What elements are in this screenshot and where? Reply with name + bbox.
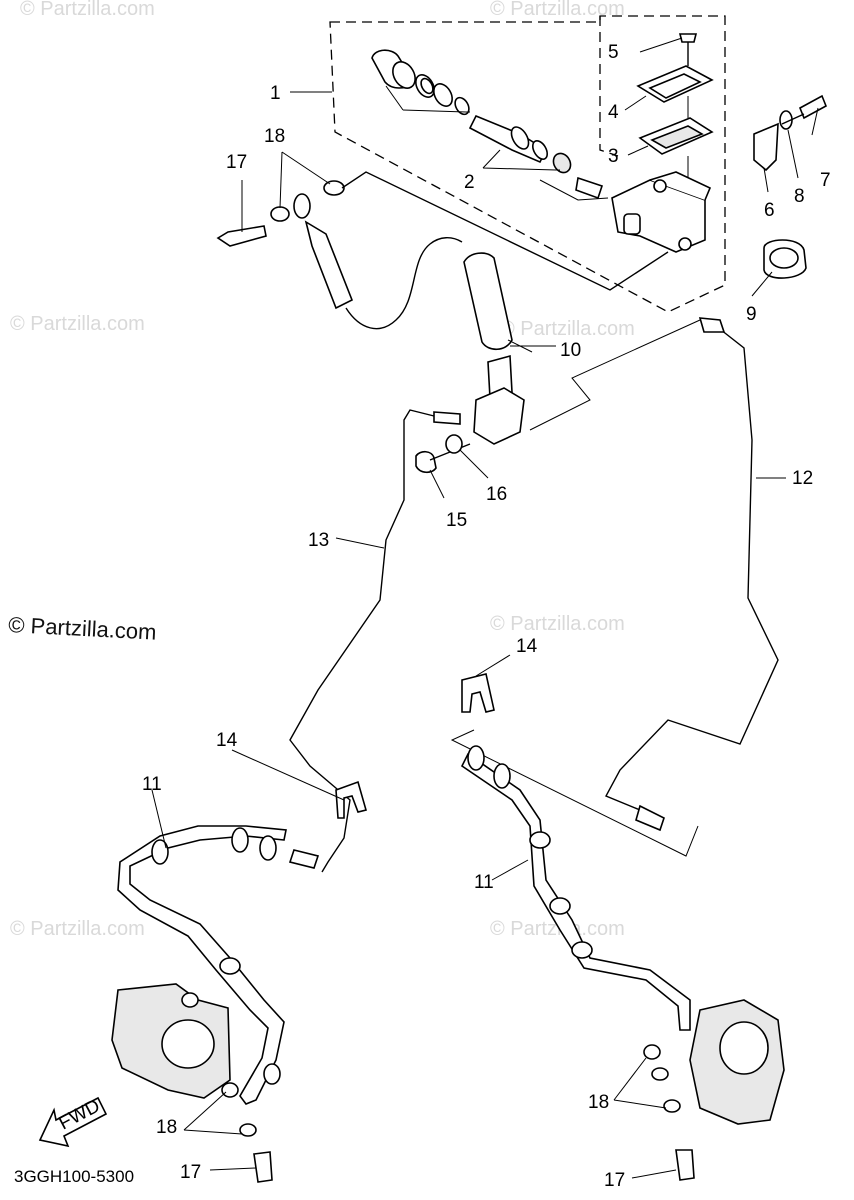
- callout-17-right: 17: [604, 1170, 625, 1191]
- callout-12: 12: [792, 468, 813, 489]
- brake-line-12: [605, 325, 779, 811]
- callout-13: 13: [308, 530, 329, 551]
- callout-8: 8: [794, 186, 805, 207]
- callout-1: 1: [270, 83, 281, 104]
- callout-6: 6: [764, 200, 775, 221]
- watermark-faint: © Partzilla.com: [10, 313, 145, 335]
- clamp-hardware: [753, 94, 828, 279]
- callout-10: 10: [560, 340, 581, 361]
- watermark-faint: © Partzilla.com: [490, 613, 625, 635]
- callout-11-left: 11: [142, 774, 162, 795]
- callout-leaders: [151, 37, 819, 1179]
- watermark-faint: © Partzilla.com: [20, 0, 155, 20]
- callout-7: 7: [820, 170, 831, 191]
- callout-3: 3: [608, 146, 619, 167]
- master-cylinder-kit: [371, 49, 604, 200]
- callout-14-left: 14: [216, 730, 238, 751]
- watermark-main: © Partzilla.com: [8, 612, 157, 645]
- callout-labels: 1 2 3 4 5 6 7 8 9 10 11 11 12 13 14 14 1…: [142, 42, 831, 1191]
- diagram-code: 3GGH100-5300: [14, 1167, 134, 1186]
- reservoir-cap-subgroup-outline: [599, 16, 619, 157]
- callout-11-right: 11: [474, 872, 494, 893]
- watermark-faint: © Partzilla.com: [490, 918, 625, 940]
- banjo-bolt-parts: [415, 411, 471, 474]
- watermark-faint: © Partzilla.com: [490, 0, 625, 20]
- reservoir-hose: [216, 171, 669, 330]
- watermark-faint: © Partzilla.com: [500, 318, 635, 340]
- hose-clip: [461, 673, 495, 713]
- brake-hose-left: [117, 825, 287, 1105]
- callout-16: 16: [486, 484, 507, 505]
- callout-9: 9: [746, 304, 757, 325]
- callout-18-top: 18: [264, 126, 285, 147]
- callout-15: 15: [446, 510, 467, 531]
- callout-17-top: 17: [226, 152, 247, 173]
- reservoir-parts: [636, 33, 714, 188]
- hose-clip: [335, 780, 367, 819]
- callout-5: 5: [608, 42, 619, 63]
- watermark-faint: © Partzilla.com: [10, 918, 145, 940]
- callout-17-left: 17: [180, 1162, 201, 1183]
- callout-2: 2: [464, 172, 475, 193]
- master-cylinder-body: [611, 171, 712, 253]
- faint-watermarks: © Partzilla.com © Partzilla.com © Partzi…: [10, 0, 635, 940]
- callout-18-right: 18: [588, 1092, 609, 1113]
- brake-hose-right: [460, 752, 691, 1031]
- callout-14-right: 14: [516, 636, 538, 657]
- callout-4: 4: [608, 102, 619, 123]
- forward-arrow-icon: FWD: [38, 1096, 108, 1148]
- brake-hose-junction: [463, 252, 533, 445]
- brake-line-13: [289, 409, 435, 873]
- master-cylinder-group-outline: [329, 15, 726, 313]
- callout-18-left: 18: [156, 1117, 177, 1138]
